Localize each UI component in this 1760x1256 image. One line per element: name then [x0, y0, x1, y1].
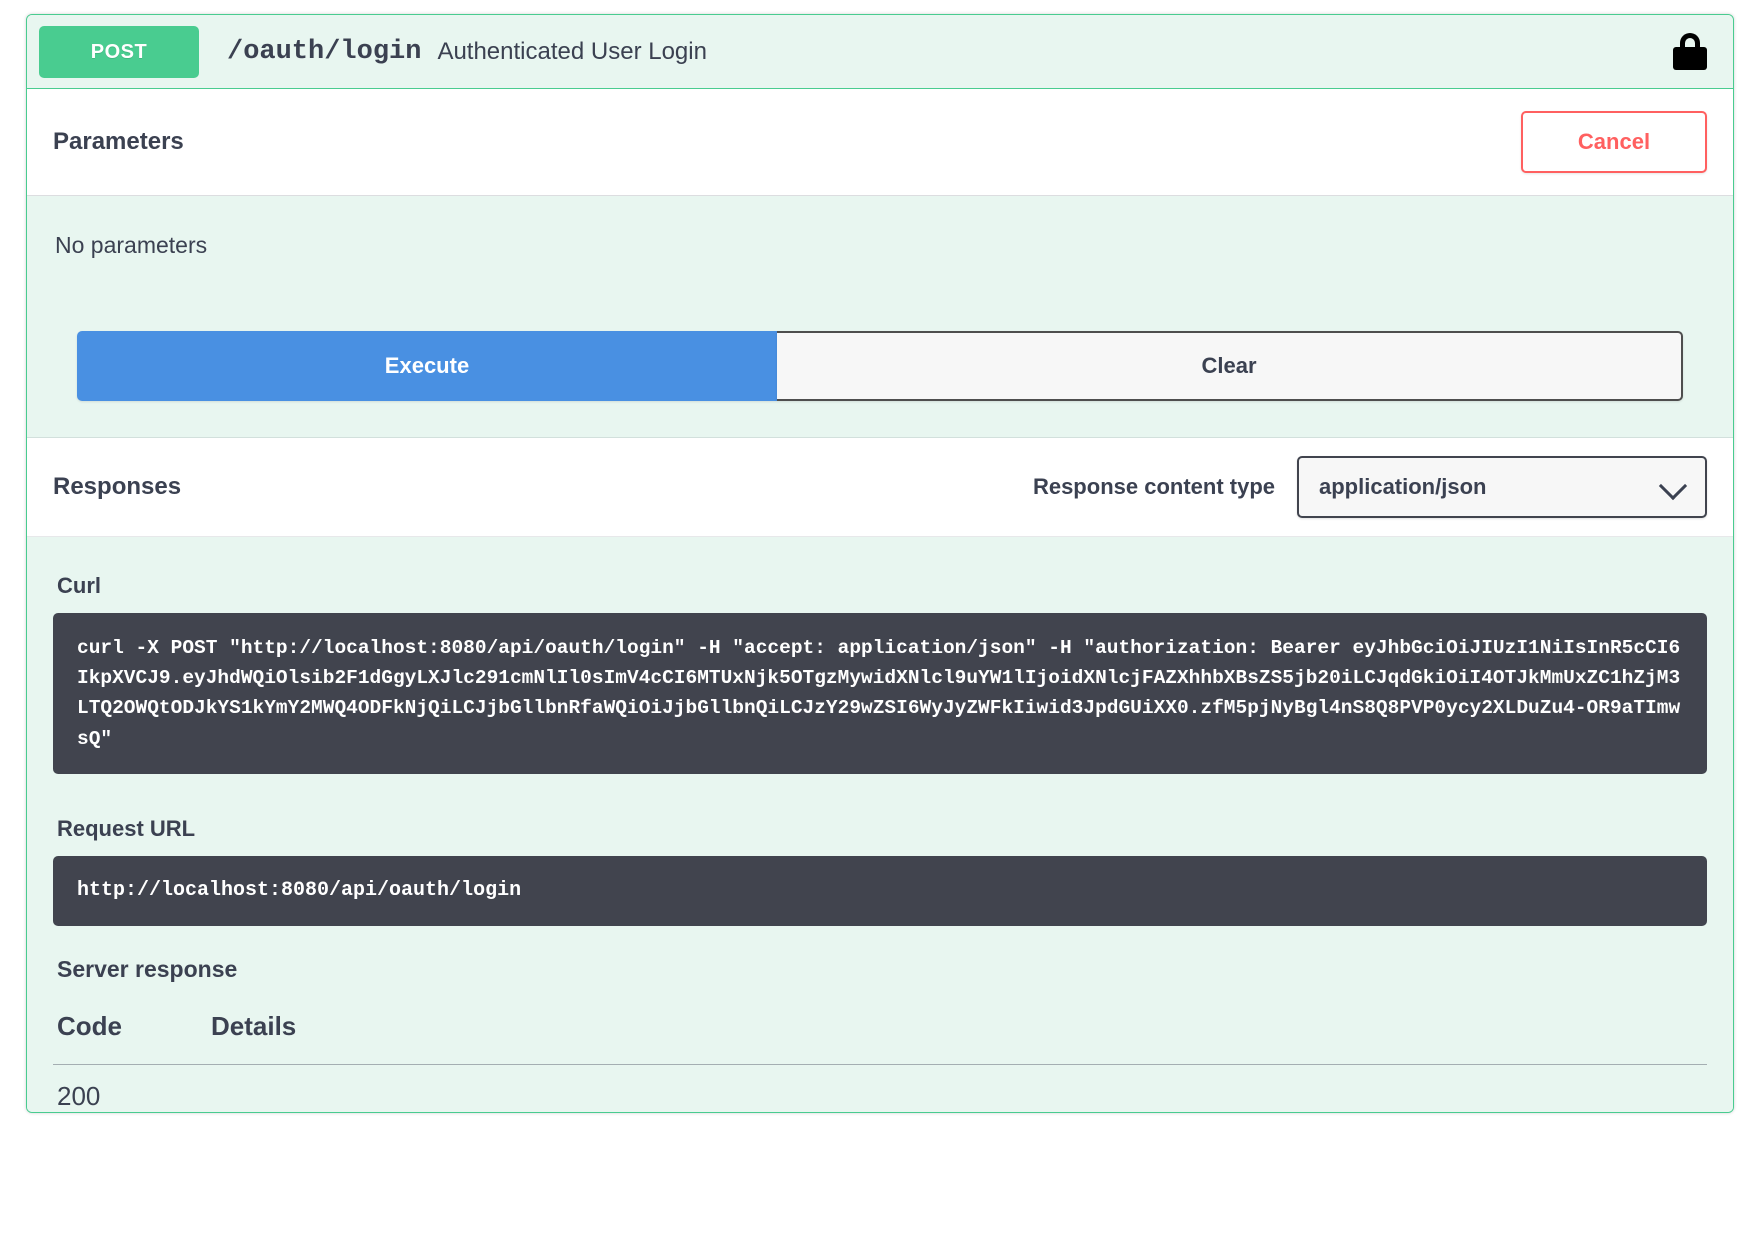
responses-body: Curl curl -X POST "http://localhost:8080…: [27, 537, 1733, 1112]
request-url-title: Request URL: [57, 815, 196, 841]
curl-url-spacer: [53, 780, 1707, 806]
response-details-cell: [207, 1064, 1707, 1112]
response-content-type-label: Response content type: [1032, 474, 1275, 499]
lock-shackle: [1680, 32, 1700, 51]
responses-header: Responses Response content type applicat…: [27, 438, 1733, 537]
execute-button[interactable]: Execute: [77, 331, 777, 401]
lock-body: [1673, 46, 1707, 70]
responses-title: Responses: [53, 473, 182, 500]
table-row: 200: [53, 1064, 1707, 1112]
lock-icon[interactable]: [1673, 32, 1707, 71]
http-method-badge: POST: [39, 25, 199, 78]
opblock-summary[interactable]: POST /oauth/login Authenticated User Log…: [27, 15, 1733, 89]
no-parameters-text: No parameters: [55, 232, 208, 258]
column-header-details: Details: [207, 1004, 1707, 1065]
parameters-title: Parameters: [53, 128, 184, 155]
execute-clear-button-row: Execute Clear: [53, 331, 1707, 401]
cancel-button[interactable]: Cancel: [1521, 111, 1707, 173]
parameters-header: Parameters Cancel: [27, 89, 1733, 196]
clear-button[interactable]: Clear: [777, 331, 1683, 401]
server-response-table: Code Details 200: [53, 1004, 1707, 1112]
server-response-title: Server response: [57, 955, 238, 982]
table-header-row: Code Details: [53, 1004, 1707, 1065]
operation-path: /oauth/login: [227, 36, 422, 67]
parameters-body: No parameters Execute Clear: [27, 196, 1733, 438]
opblock-post-oauth-login: POST /oauth/login Authenticated User Log…: [26, 14, 1734, 1113]
column-header-code: Code: [53, 1004, 207, 1065]
curl-title: Curl: [57, 573, 101, 598]
chevron-down-icon: [1658, 471, 1688, 501]
operation-description: Authenticated User Login: [437, 37, 707, 65]
response-content-type-value: application/json: [1319, 474, 1487, 499]
request-url-block[interactable]: http://localhost:8080/api/oauth/login: [53, 855, 1707, 926]
response-content-type-select[interactable]: application/json: [1297, 456, 1707, 518]
curl-command-block[interactable]: curl -X POST "http://localhost:8080/api/…: [53, 613, 1707, 774]
response-code-cell: 200: [57, 1080, 101, 1111]
